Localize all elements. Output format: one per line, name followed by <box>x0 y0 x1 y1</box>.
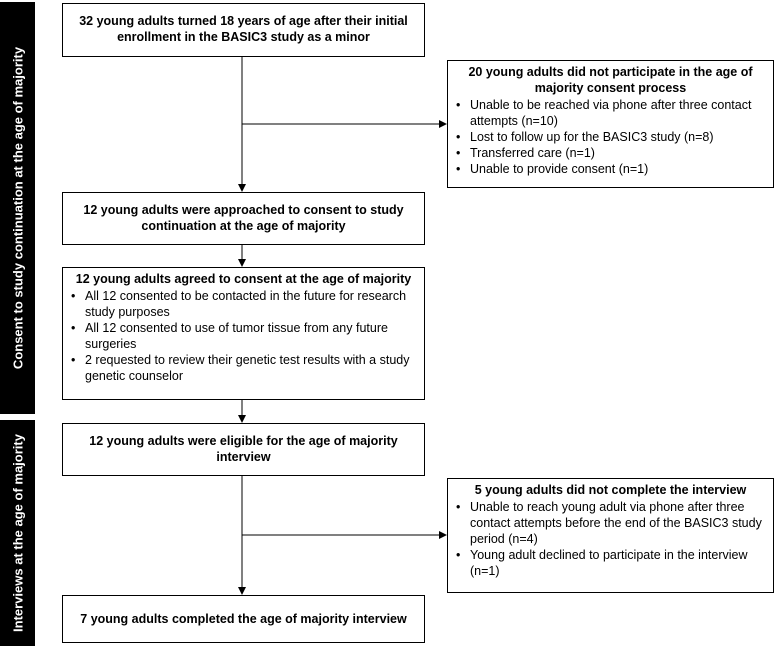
bullet-item: Transferred care (n=1) <box>456 145 767 161</box>
box-title: 12 young adults agreed to consent at the… <box>75 272 412 286</box>
box-completed-interview: 7 young adults completed the age of majo… <box>62 595 425 643</box>
bullet-list: Unable to be reached via phone after thr… <box>454 97 767 177</box>
box-not-completed: 5 young adults did not complete the inte… <box>447 478 774 593</box>
box-not-participated: 20 young adults did not participate in t… <box>447 60 774 188</box>
bullet-list: Unable to reach young adult via phone af… <box>454 499 767 579</box>
box-approached: 12 young adults were approached to conse… <box>62 192 425 245</box>
box-title: 5 young adults did not complete the inte… <box>474 483 747 497</box>
box-eligible-interview: 12 young adults were eligible for the ag… <box>62 423 425 476</box>
bullet-item: Unable to be reached via phone after thr… <box>456 97 767 129</box>
box-title: 7 young adults completed the age of majo… <box>80 612 407 626</box>
bullet-item: Unable to provide consent (n=1) <box>456 161 767 177</box>
box-agreed-consent: 12 young adults agreed to consent at the… <box>62 267 425 400</box>
box-title: 32 young adults turned 18 years of age a… <box>79 14 408 44</box>
consent-section-label: Consent to study continuation at the age… <box>0 2 35 414</box>
bullet-item: Young adult declined to participate in t… <box>456 547 767 579</box>
box-title: 12 young adults were approached to conse… <box>83 203 404 233</box>
bullet-item: All 12 consented to be contacted in the … <box>71 288 418 320</box>
box-enrolled: 32 young adults turned 18 years of age a… <box>62 3 425 57</box>
bullet-item: Lost to follow up for the BASIC3 study (… <box>456 129 767 145</box>
bullet-item: Unable to reach young adult via phone af… <box>456 499 767 547</box>
bullet-list: All 12 consented to be contacted in the … <box>69 288 418 384</box>
box-title: 12 young adults were eligible for the ag… <box>89 434 398 464</box>
bullet-item: 2 requested to review their genetic test… <box>71 352 418 384</box>
interviews-section-label: Interviews at the age of majority <box>0 420 35 646</box>
bullet-item: All 12 consented to use of tumor tissue … <box>71 320 418 352</box>
box-title: 20 young adults did not participate in t… <box>468 65 753 95</box>
